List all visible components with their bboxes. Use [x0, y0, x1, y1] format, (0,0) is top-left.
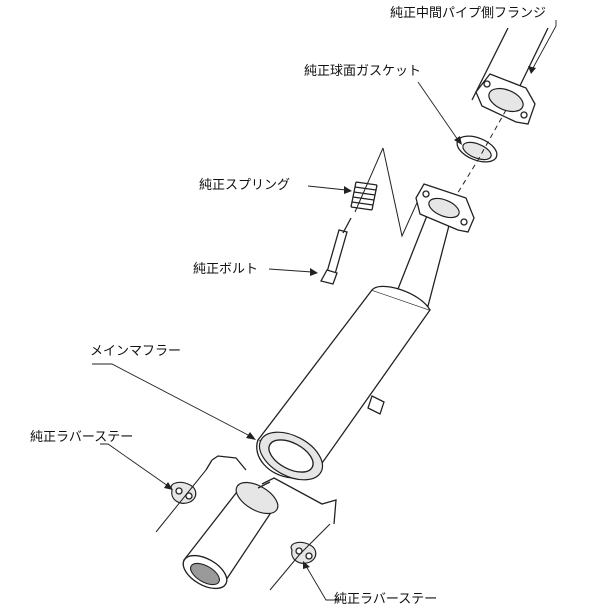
- label-spherical-gasket: 純正球面ガスケット: [304, 64, 422, 79]
- mid-pipe: [471, 27, 549, 101]
- leader-lines: [92, 20, 557, 601]
- label-rubber-stay-left: 純正ラバーステー: [30, 430, 134, 445]
- hanger-rods: [205, 455, 337, 525]
- spherical-gasket: [456, 135, 498, 163]
- label-rubber-stay-bottom: 純正ラバーステー: [334, 592, 438, 607]
- label-bolt: 純正ボルト: [193, 262, 259, 277]
- tail-pipe: [182, 481, 279, 590]
- mid-pipe-flange: [475, 73, 536, 125]
- label-main-muffler: メインマフラー: [90, 344, 182, 359]
- inlet-flange: [415, 183, 475, 233]
- spring: [350, 181, 378, 211]
- bolt: [320, 217, 352, 285]
- label-spring: 純正スプリング: [199, 178, 291, 193]
- rubber-stay-left: [170, 481, 197, 504]
- main-muffler: [256, 285, 432, 481]
- label-mid-pipe-flange: 純正中間パイプ側フランジ: [390, 6, 547, 21]
